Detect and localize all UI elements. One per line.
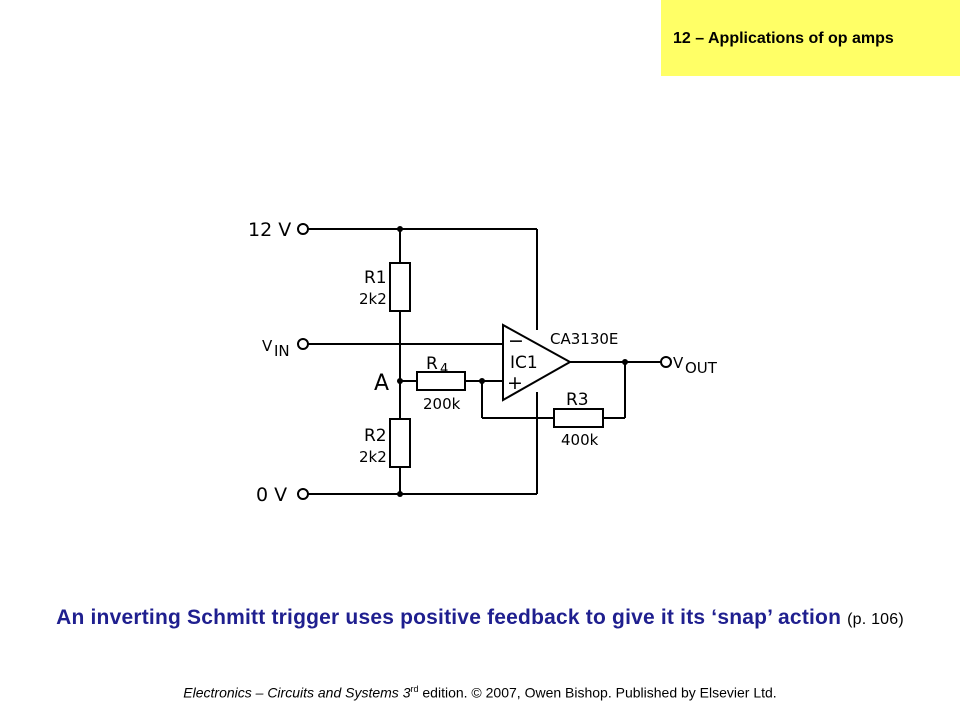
schmitt-trigger-circuit: 12 V V IN 0 V V OUT A R1 2k2 R2 2k2 R 4 … — [248, 219, 718, 506]
ground-terminal — [297, 488, 309, 500]
output-label: V — [673, 354, 684, 372]
r2-resistor — [389, 418, 411, 468]
output-label-sub: OUT — [685, 359, 718, 377]
caption-page-ref: (p. 106) — [847, 611, 904, 628]
r4-resistor — [416, 371, 466, 391]
r3-resistor — [553, 408, 604, 428]
r2-name: R2 — [364, 426, 387, 446]
footer-edition: edition — [418, 684, 464, 701]
opamp-triangle — [502, 323, 573, 402]
junction-dot-output — [622, 359, 628, 365]
inverting-input-symbol: − — [508, 330, 524, 352]
ground-label: 0 V — [256, 484, 287, 506]
noninverting-input-symbol: + — [507, 372, 523, 394]
node-a-label: A — [374, 371, 389, 396]
chapter-title: 12 – Applications of op amps — [673, 30, 894, 47]
output-terminal — [660, 356, 672, 368]
input-label-sub: IN — [274, 342, 290, 360]
r1-name: R1 — [364, 268, 387, 288]
footer-book-title: Electronics – Circuits and Systems 3 — [183, 684, 411, 701]
supply-terminal — [297, 223, 309, 235]
junction-dot-bottom — [397, 491, 403, 497]
r4-name: R — [426, 354, 438, 374]
r1-resistor — [389, 262, 411, 312]
r1-value: 2k2 — [359, 290, 387, 308]
r4-sub: 4 — [440, 362, 448, 377]
footer-citation: Electronics – Circuits and Systems 3rd e… — [0, 684, 960, 701]
junction-dot-feedback — [479, 378, 485, 384]
r2-value: 2k2 — [359, 448, 387, 466]
r3-value: 400k — [561, 431, 599, 449]
junction-dot-a — [397, 378, 403, 384]
input-label: V — [262, 337, 273, 355]
input-terminal — [297, 338, 309, 350]
opamp-part-label: CA3130E — [550, 330, 618, 348]
caption-text: An inverting Schmitt trigger uses positi… — [56, 606, 842, 629]
r3-name: R3 — [566, 390, 589, 410]
supply-label: 12 V — [248, 219, 291, 241]
chapter-header-box: 12 – Applications of op amps — [661, 0, 960, 76]
opamp-name-label: IC1 — [510, 353, 538, 373]
figure-caption: An inverting Schmitt trigger uses positi… — [40, 602, 920, 635]
r4-value: 200k — [423, 395, 461, 413]
junction-dot-top — [397, 226, 403, 232]
footer-publisher: . © 2007, Owen Bishop. Published by Else… — [463, 684, 777, 701]
footer-ordinal: rd — [410, 684, 419, 694]
